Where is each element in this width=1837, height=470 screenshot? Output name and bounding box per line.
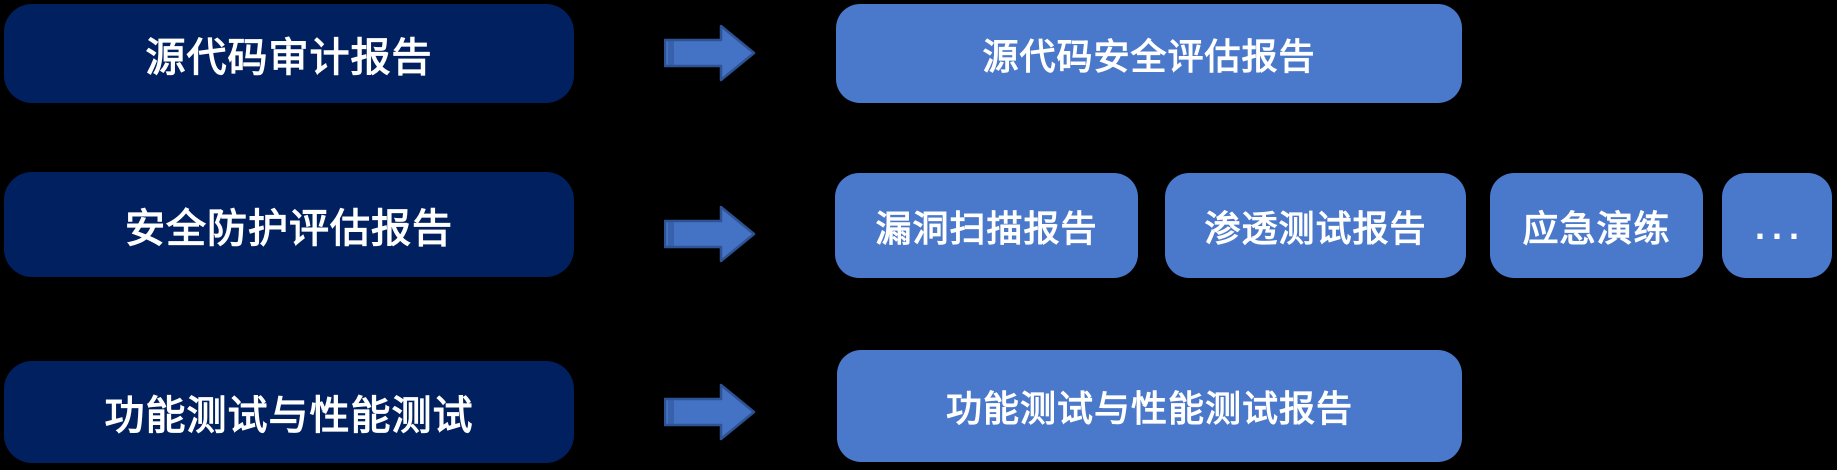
right-arrow-icon	[664, 205, 756, 263]
source-box-security-protection-assessment: 安全防护评估报告	[4, 172, 574, 277]
output-box-label: 应急演练	[1522, 207, 1671, 249]
source-box-label: 功能测试与性能测试	[104, 394, 474, 438]
output-box-label: 源代码安全评估报告	[982, 35, 1316, 77]
ellipsis-label: ...	[1754, 205, 1806, 247]
output-box-label: 功能测试与性能测试报告	[945, 388, 1353, 429]
source-box-label: 安全防护评估报告	[125, 206, 453, 251]
output-box-functional-performance-test-report: 功能测试与性能测试报告	[837, 350, 1462, 462]
right-arrow-icon	[664, 383, 756, 441]
output-box-vulnerability-scan-report: 漏洞扫描报告	[835, 173, 1138, 278]
output-box-label: 漏洞扫描报告	[875, 207, 1098, 249]
output-box-code-security-assessment-report: 源代码安全评估报告	[836, 4, 1462, 103]
output-box-ellipsis: ...	[1722, 173, 1832, 278]
source-box-functional-performance-testing: 功能测试与性能测试	[4, 361, 574, 463]
source-box-code-audit: 源代码审计报告	[4, 4, 574, 103]
output-box-emergency-drill: 应急演练	[1490, 173, 1703, 278]
source-box-label: 源代码审计报告	[145, 35, 433, 80]
right-arrow-icon	[664, 24, 756, 82]
output-box-penetration-test-report: 渗透测试报告	[1165, 173, 1466, 278]
output-box-label: 渗透测试报告	[1204, 207, 1427, 249]
